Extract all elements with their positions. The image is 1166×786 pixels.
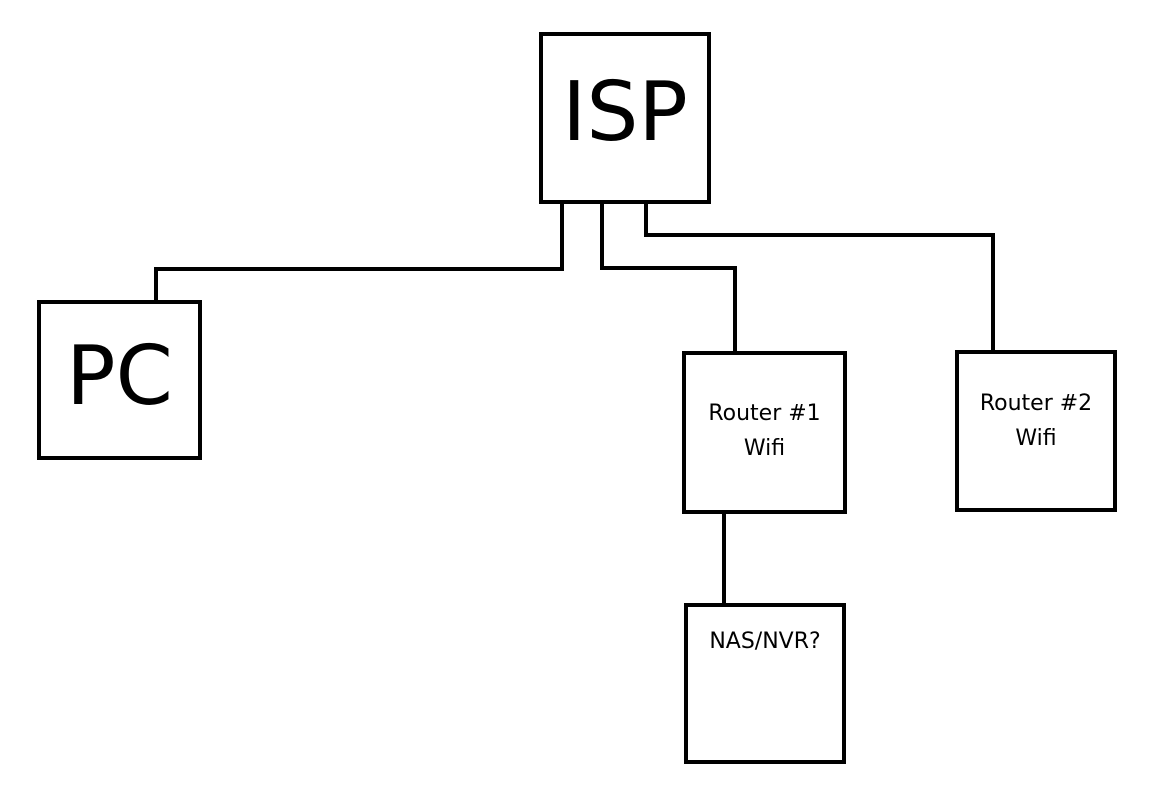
isp-label: ISP xyxy=(562,65,688,160)
connector-isp-router1 xyxy=(600,203,737,354)
router2-label-line1: Router #2 xyxy=(979,391,1093,416)
connector-isp-router2 xyxy=(644,203,995,353)
router1-label-line2: Wifi xyxy=(743,436,786,461)
router2-node: Router #2 Wifi xyxy=(955,350,1117,512)
pc-label: PC xyxy=(66,329,173,424)
nas-node: NAS/NVR? xyxy=(684,603,846,764)
router2-label-line2: Wifi xyxy=(1015,426,1057,451)
connector-isp-pc xyxy=(154,203,564,302)
pc-node: PC xyxy=(37,300,202,460)
router1-label-line1: Router #1 xyxy=(708,401,821,426)
nas-label: NAS/NVR? xyxy=(709,629,821,654)
router1-node: Router #1 Wifi xyxy=(682,351,847,514)
isp-node: ISP xyxy=(539,32,711,204)
